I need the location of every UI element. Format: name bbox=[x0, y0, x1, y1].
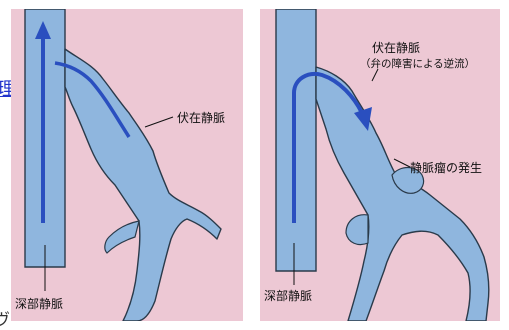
cropped-edge-text: ヴ bbox=[0, 306, 10, 330]
label-leader-saphenous bbox=[145, 117, 173, 127]
normal-vein-illustration: 伏在静脈 深部静脈 bbox=[11, 9, 243, 321]
varix-label: 静脈瘤の発生 bbox=[410, 159, 482, 176]
deep-vein-label: 深部静脈 bbox=[264, 287, 312, 304]
saphenous-vein-label: 伏在静脈 bbox=[372, 39, 420, 56]
saphenous-vein-shape bbox=[65, 49, 221, 321]
side-branch bbox=[105, 221, 139, 253]
reflux-note: （弁の障害による逆流） bbox=[360, 56, 475, 71]
normal-vein-drawing bbox=[11, 9, 243, 321]
varicose-vein-illustration: 伏在静脈 （弁の障害による逆流） 静脈瘤の発生 深部静脈 bbox=[260, 9, 500, 321]
saphenous-vein-shape bbox=[316, 67, 489, 321]
varix-bulge bbox=[346, 215, 368, 245]
saphenous-vein-label: 伏在静脈 bbox=[177, 109, 225, 126]
deep-vein-label: 深部静脈 bbox=[15, 295, 63, 312]
label-leader-varix bbox=[394, 159, 410, 167]
